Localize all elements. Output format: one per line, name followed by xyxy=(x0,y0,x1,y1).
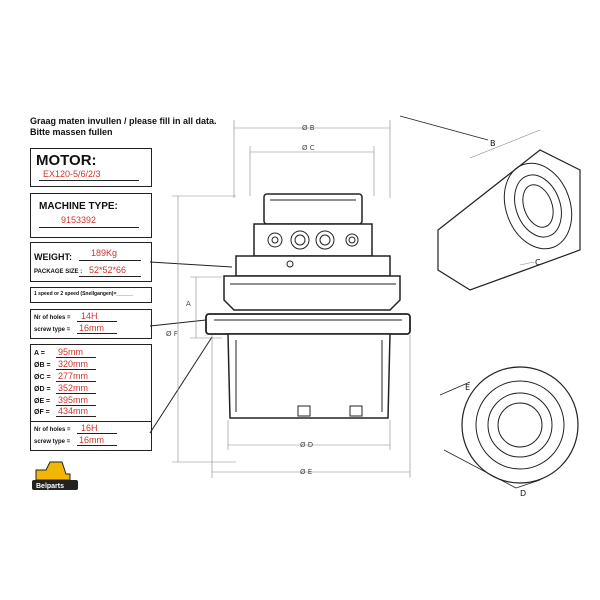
motor-underline xyxy=(39,180,139,181)
dimension-value[interactable]: 395mm xyxy=(58,395,89,405)
package-size-value[interactable]: 52*52*66 xyxy=(89,265,127,275)
drum-drawing xyxy=(399,115,581,291)
motor-box: MOTOR: EX120-5/6/2/3 xyxy=(30,148,152,187)
dimension-underline xyxy=(56,357,96,358)
speed-box: 1 speed or 2 speed (Snellgangen)=______ xyxy=(30,287,152,303)
dimension-label: ØB = xyxy=(34,362,51,369)
screw-top-label: screw type = xyxy=(34,327,71,333)
screw-bottom-value[interactable]: 16mm xyxy=(79,435,105,445)
speed-label[interactable]: 1 speed or 2 speed (Snellgangen)=______ xyxy=(34,291,134,297)
callout-b: B xyxy=(490,139,496,148)
weight-value[interactable]: 189Kg xyxy=(91,248,118,258)
machine-underline xyxy=(39,227,139,228)
dimension-label: ØD = xyxy=(34,386,51,393)
dimension-value[interactable]: 434mm xyxy=(58,406,89,416)
belparts-logo xyxy=(30,459,82,493)
dimension-label: ØF = xyxy=(34,409,50,416)
motor-value[interactable]: EX120-5/6/2/3 xyxy=(43,169,101,179)
package-underline xyxy=(79,276,141,277)
holes-bottom-box: Nr of holes = 16H screw type = 16mm xyxy=(30,421,152,451)
dimension-value[interactable]: 320mm xyxy=(58,359,89,369)
dimension-lines xyxy=(172,120,411,478)
logo-text: Belparts xyxy=(36,483,64,490)
leader-weight xyxy=(149,261,233,268)
screw-bottom-underline xyxy=(77,445,117,446)
holes-bottom-label: Nr of holes = xyxy=(34,427,71,433)
weight-underline xyxy=(79,260,141,261)
dimension-label: ØC = xyxy=(34,374,51,381)
instruction-line-2: Bitte massen fullen xyxy=(30,127,113,137)
machine-value[interactable]: 9153392 xyxy=(61,215,97,225)
weight-box: WEIGHT: 189Kg PACKAGE SIZE : 52*52*66 xyxy=(30,242,152,282)
callout-d: D xyxy=(520,489,526,498)
machine-label: MACHINE TYPE: xyxy=(39,201,118,212)
dimension-underline xyxy=(56,381,96,382)
screw-top-underline xyxy=(77,333,117,334)
callout-c: C xyxy=(535,258,541,267)
dimension-underline xyxy=(56,393,96,394)
dimension-label: ØE = xyxy=(34,398,51,405)
holes-top-label: Nr of holes = xyxy=(34,315,71,321)
dimension-label: A = xyxy=(34,350,45,357)
screw-top-value[interactable]: 16mm xyxy=(79,323,105,333)
leader-holes-top xyxy=(149,319,207,327)
dim-label-b: Ø B xyxy=(302,124,315,132)
holes-bottom-value[interactable]: 16H xyxy=(81,423,98,433)
dim-label-a: A xyxy=(186,300,191,308)
package-size-label: PACKAGE SIZE : xyxy=(34,269,83,275)
sprocket-drawing xyxy=(439,366,579,489)
dimensions-box: A = 95mm ØB = 320mm ØC = 277mm ØD = 352m… xyxy=(30,344,152,422)
dimension-value[interactable]: 277mm xyxy=(58,371,89,381)
dim-label-f: Ø F xyxy=(166,330,178,338)
weight-label: WEIGHT: xyxy=(34,252,72,262)
leader-holes-bottom xyxy=(149,336,213,434)
instruction-line-1: Graag maten invullen / please fill in al… xyxy=(30,116,217,126)
holes-top-box: Nr of holes = 14H screw type = 16mm xyxy=(30,309,152,339)
dim-label-e: Ø E xyxy=(300,468,312,476)
dimension-value[interactable]: 352mm xyxy=(58,383,89,393)
holes-bottom-underline xyxy=(77,433,117,434)
holes-top-value[interactable]: 14H xyxy=(81,311,98,321)
motor-label: MOTOR: xyxy=(36,152,97,169)
machine-box: MACHINE TYPE: 9153392 xyxy=(30,193,152,238)
dimension-underline xyxy=(56,369,96,370)
dimension-underline xyxy=(56,405,96,406)
callout-e: E xyxy=(465,383,470,392)
dim-label-c: Ø C xyxy=(302,144,315,152)
screw-bottom-label: screw type = xyxy=(34,439,71,445)
dim-label-d: Ø D xyxy=(300,441,313,449)
motor-drawing xyxy=(205,193,411,419)
holes-top-underline xyxy=(77,321,117,322)
dimension-underline xyxy=(56,416,96,417)
dimension-value[interactable]: 95mm xyxy=(58,347,84,357)
